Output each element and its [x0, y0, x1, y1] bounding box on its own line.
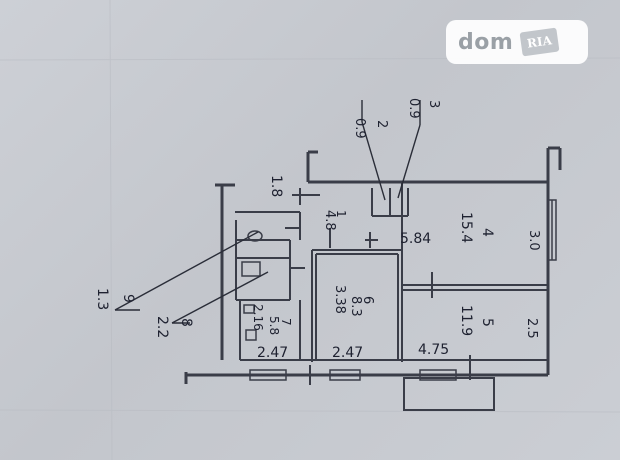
callout-9-number: 9 [120, 294, 136, 303]
room-7-number: 7 [279, 318, 293, 326]
callout-2-area: 0.9 [352, 118, 367, 139]
room-7-area: 5.8 [267, 316, 281, 335]
room-4-number: 4 [479, 228, 495, 237]
callout-9-area: 1.3 [94, 288, 110, 310]
balcony [403, 377, 495, 411]
room-6-number: 6 [360, 296, 375, 304]
outer-walls [184, 146, 562, 384]
callout-leaders [114, 100, 421, 324]
room-1-area: 4.8 [322, 210, 337, 231]
callout-2-number: 2 [374, 120, 389, 128]
room-4-area: 15.4 [458, 212, 474, 243]
room-1-number: 1 [334, 210, 348, 218]
dim-bottom-right: 4.75 [418, 342, 449, 358]
door-marks [285, 188, 471, 385]
dim-left-wall: 1.8 [268, 175, 284, 197]
callout-8-area: 2.2 [154, 316, 170, 338]
room-5-number: 5 [479, 318, 495, 327]
watermark-brand: dom [458, 29, 514, 55]
room-7-width: 2.16 [251, 304, 265, 331]
room-6-area: 8.3 [348, 296, 363, 317]
callout-3-area: 0.9 [406, 98, 421, 119]
dim-right-lower: 2.5 [524, 318, 539, 339]
windows [249, 199, 557, 381]
room-6-width: 3.38 [332, 285, 347, 314]
dim-bottom-middle: 2.47 [332, 345, 363, 361]
dim-right-window: 3.0 [526, 230, 541, 251]
dim-bottom-left: 2.47 [257, 345, 288, 361]
fixtures [241, 230, 263, 341]
room-5-area: 11.9 [458, 305, 474, 336]
watermark-badge: RIA [519, 27, 560, 57]
room-1-width: 5.84 [400, 231, 431, 247]
dom-ria-watermark: dom RIA [446, 20, 588, 64]
callout-3-number: 3 [426, 100, 441, 108]
callout-8-number: 8 [178, 318, 194, 327]
